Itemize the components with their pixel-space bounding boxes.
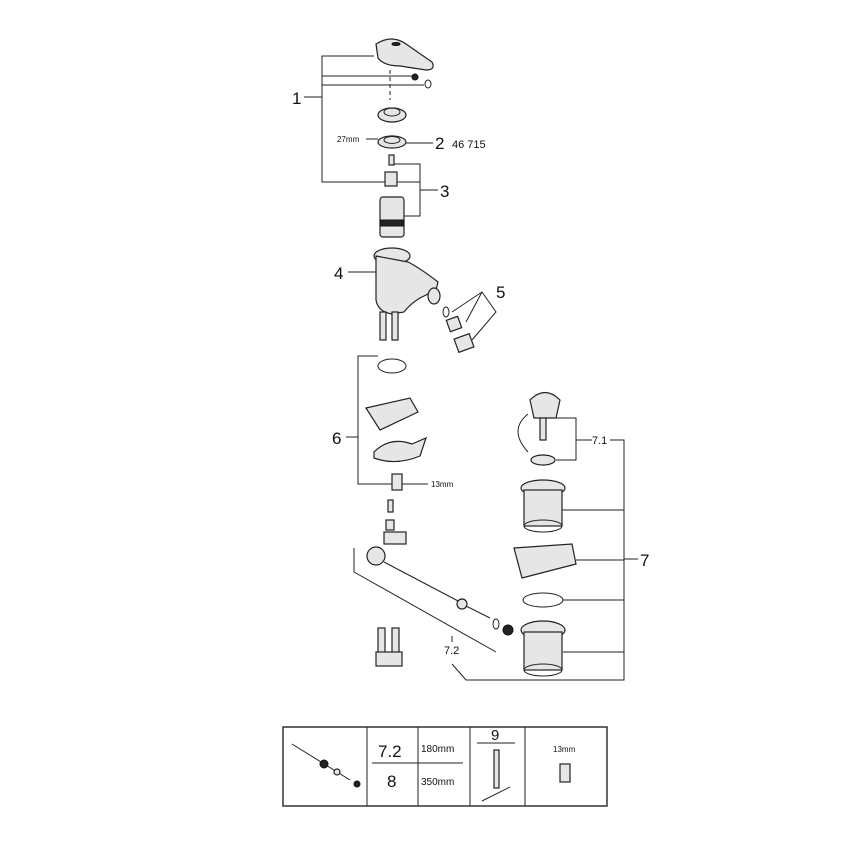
callout-3: 3 xyxy=(440,182,449,201)
callout-7-1: 7.1 xyxy=(592,435,607,447)
callout-7: 7 xyxy=(640,551,649,570)
aerator-set xyxy=(442,306,475,354)
callout-6: 6 xyxy=(332,429,341,448)
tool-label: 9 xyxy=(491,727,499,744)
socket-illustration xyxy=(559,763,571,783)
flexible-hoses xyxy=(375,627,403,667)
fixing-set xyxy=(365,358,427,491)
nut-27mm xyxy=(377,135,407,149)
callout-6-size: 13mm xyxy=(431,480,454,489)
callout-5: 5 xyxy=(496,283,505,302)
callout-2: 2 xyxy=(435,134,444,153)
pop-up-rod-assembly xyxy=(366,499,514,636)
lever-handle xyxy=(375,38,434,100)
pop-up-waste xyxy=(513,391,577,677)
callout-1: 1 xyxy=(292,89,301,108)
leader-lines xyxy=(304,55,638,681)
row1-value: 180mm xyxy=(421,744,454,755)
row2-value: 350mm xyxy=(421,777,454,788)
cartridge xyxy=(379,154,405,238)
row1-label: 7.2 xyxy=(378,742,402,761)
tool-illustration xyxy=(481,749,511,802)
callout-2-part-number: 46 715 xyxy=(452,139,486,151)
callout-7-2: 7.2 xyxy=(444,645,459,657)
rod-set-illustration xyxy=(291,743,361,788)
cover-cap xyxy=(377,107,407,123)
mixer-body xyxy=(373,247,441,341)
accessory-table: 7.2 180mm 8 350mm 9 13mm xyxy=(282,726,608,807)
callout-2-size: 27mm xyxy=(337,135,360,144)
callout-4: 4 xyxy=(334,264,343,283)
socket-size: 13mm xyxy=(553,745,576,754)
row2-label: 8 xyxy=(387,772,396,791)
